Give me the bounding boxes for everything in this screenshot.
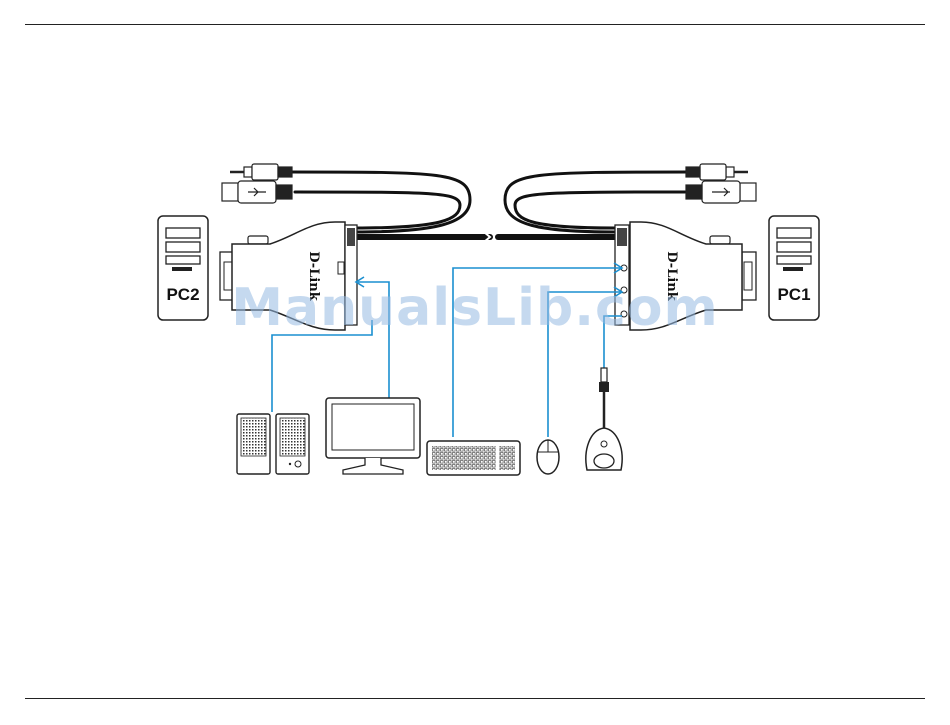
brand-logo: D-Link [664,251,679,301]
usb-plug-icon [686,181,756,203]
kvm-unit-pc1 [615,222,756,330]
audio-plug-icon [686,164,748,180]
brand-logo: D-Link [306,251,321,301]
speaker-icon [276,414,309,474]
keyboard-icon [427,441,520,475]
desktop-tower-icon [158,216,208,320]
kvm-unit-pc2 [220,222,357,330]
mouse-connection-line [548,292,622,437]
pc2-label: PC2 [166,285,199,304]
monitor-icon [326,398,420,474]
mouse-icon [537,440,559,474]
keyboard-connection-line [453,268,622,437]
pc1-label: PC1 [777,285,810,304]
desktop-tower-icon [769,216,819,320]
usb-plug-icon [222,181,292,203]
speaker-icon [237,414,270,474]
microphone-icon [586,368,622,470]
audio-plug-icon [230,164,292,180]
monitor-connection-line [358,282,389,398]
